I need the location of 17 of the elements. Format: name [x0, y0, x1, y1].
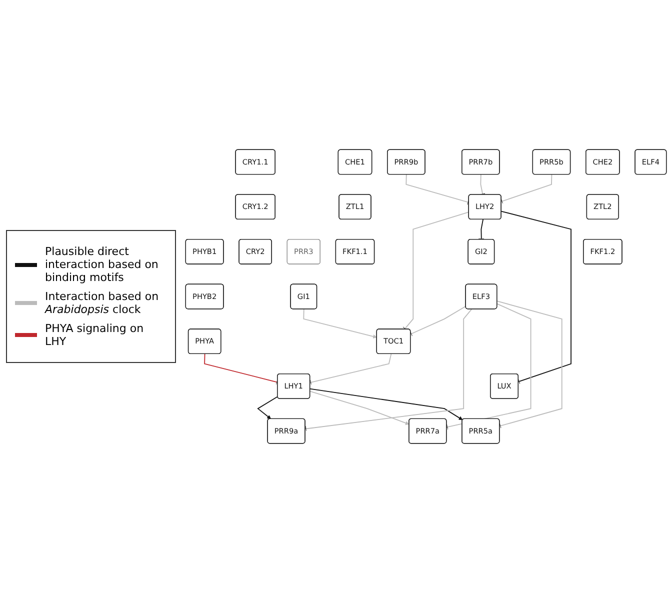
connector — [500, 174, 552, 205]
arrow — [303, 308, 378, 338]
connector — [406, 174, 470, 206]
connector — [496, 300, 562, 430]
arrow — [257, 396, 278, 420]
connector — [478, 218, 485, 240]
legend-text: PHYA signaling on LHY — [45, 322, 145, 348]
arrow — [310, 388, 463, 420]
connector — [479, 174, 486, 196]
connector — [309, 353, 392, 386]
connector — [409, 306, 466, 338]
connector — [446, 303, 532, 430]
connector — [500, 210, 572, 385]
legend-text: Plausible direct interaction based on binding motifs — [45, 245, 160, 284]
connector — [304, 308, 472, 432]
legend-text: Interaction based on Arabidopsis clock — [45, 290, 160, 316]
arrow — [310, 390, 410, 425]
